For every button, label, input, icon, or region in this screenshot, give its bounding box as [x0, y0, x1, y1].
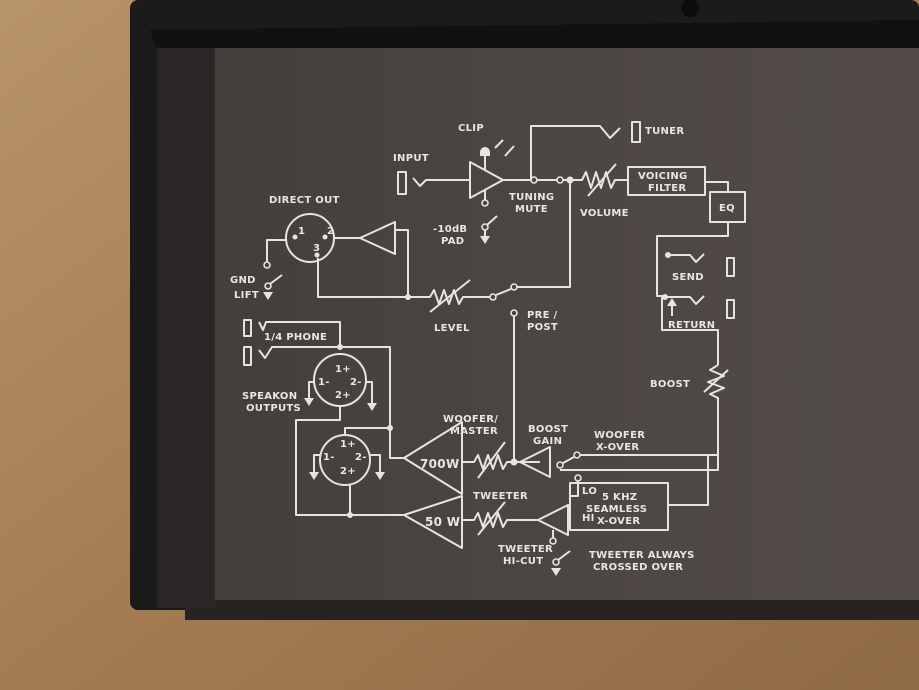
pre-label: PRE /: [527, 310, 558, 321]
hicut-label: HI-CUT: [503, 556, 543, 567]
level-label: LEVEL: [434, 323, 470, 334]
gain-label: GAIN: [533, 436, 562, 447]
hi-label: HI: [582, 513, 595, 524]
return-label: RETURN: [668, 320, 715, 331]
post-label: POST: [527, 322, 558, 333]
eq-label: EQ: [719, 203, 735, 214]
chassis-top-edge: [150, 20, 919, 52]
tuning-label: TUNING: [509, 192, 554, 203]
clip-label: CLIP: [458, 123, 484, 134]
amp-700w-label: 700W: [420, 457, 460, 471]
tuner-jack-icon: [631, 121, 641, 143]
amp-700w-triangle-icon: [403, 421, 463, 495]
pad-label: PAD: [441, 236, 464, 247]
xover-label: X-OVER: [597, 516, 640, 527]
amp-50w-triangle-icon: [403, 495, 463, 549]
voicing-label: VOICING: [638, 171, 688, 182]
speakon2-pin-2plus: 2+: [340, 466, 356, 477]
boost-pot-icon: [560, 364, 725, 471]
input-wire: [412, 177, 470, 187]
crossed-over-label: CROSSED OVER: [593, 562, 683, 573]
level-pot-icon: [317, 258, 490, 305]
schematic-diagram: CLIP INPUT TUNER DIRECT OUT TUNING MUTE …: [230, 121, 746, 576]
speakon-label: SPEAKON: [242, 391, 297, 402]
lo-label: LO: [582, 486, 597, 497]
pre-post-switch-icon: [495, 180, 571, 296]
tweeter-always-label: TWEETER ALWAYS: [589, 550, 695, 561]
led-light-arrows-icon: [494, 139, 515, 157]
speakon1-pin-2plus: 2+: [335, 390, 351, 401]
speakon-connector-icon-2: [319, 434, 371, 486]
input-jack-icon: [397, 171, 407, 195]
speakon2-pin-1minus: 1-: [323, 452, 335, 463]
tweeter-amp-icon: [537, 504, 569, 536]
outputs-label: OUTPUTS: [246, 403, 301, 414]
woofer-label: WOOFER: [594, 430, 645, 441]
speakon2-pin-2minus: 2-: [355, 452, 367, 463]
phone-label: 1/4 PHONE: [264, 332, 327, 343]
tweeter-hicut-label: TWEETER: [498, 544, 553, 555]
chassis-side-flange: [157, 48, 215, 608]
volume-label: VOLUME: [580, 208, 629, 219]
tuner-wire: [503, 125, 621, 181]
tuner-label: TUNER: [645, 126, 684, 137]
xlr-pin-1: 1: [298, 226, 305, 237]
direct-out-label: DIRECT OUT: [269, 195, 340, 206]
preamp-triangle-icon: [469, 161, 504, 199]
rear-panel: [157, 48, 919, 600]
mute-label: MUTE: [515, 204, 548, 215]
boost-gain-amp-icon: [519, 446, 551, 478]
xlr-pin-2: 2: [327, 226, 334, 237]
speakon1-pin-1minus: 1-: [318, 377, 330, 388]
volume-pot-icon: [537, 171, 628, 189]
direct-out-driver-icon: [334, 221, 409, 297]
xover-khz-label: 5 KHZ: [602, 492, 637, 503]
boost-label: BOOST: [650, 379, 690, 390]
pad-db-label: -10dB: [433, 224, 467, 235]
tweeter-label: TWEETER: [473, 491, 528, 502]
woofer-xover-switch-icon: [562, 454, 718, 464]
send-jack-icon: [726, 257, 735, 277]
woofer-xover-label: X-OVER: [596, 442, 639, 453]
phone-jack-icon-2: [243, 346, 252, 366]
screw-icon: [681, 0, 699, 17]
master-label: MASTER: [450, 426, 498, 437]
speakon1-pin-2minus: 2-: [350, 377, 362, 388]
xover-box: [569, 482, 669, 531]
amp-50w-label: 50 W: [425, 515, 460, 529]
gnd-label: GND: [230, 275, 256, 286]
woofer-master-label: WOOFER/: [443, 414, 498, 425]
xover-seamless-label: SEAMLESS: [586, 504, 647, 515]
xlr-pin-3: 3: [313, 243, 320, 254]
clip-led-icon: [480, 147, 490, 156]
lift-label: LIFT: [234, 290, 259, 301]
speakon2-pin-1plus: 1+: [340, 439, 356, 450]
filter-label: FILTER: [648, 183, 686, 194]
send-label: SEND: [672, 272, 704, 283]
phone-jack-icon-1: [243, 319, 252, 337]
input-label: INPUT: [393, 153, 429, 164]
return-jack-icon: [726, 299, 735, 319]
boost-gain-label: BOOST: [528, 424, 568, 435]
speakon1-pin-1plus: 1+: [335, 364, 351, 375]
